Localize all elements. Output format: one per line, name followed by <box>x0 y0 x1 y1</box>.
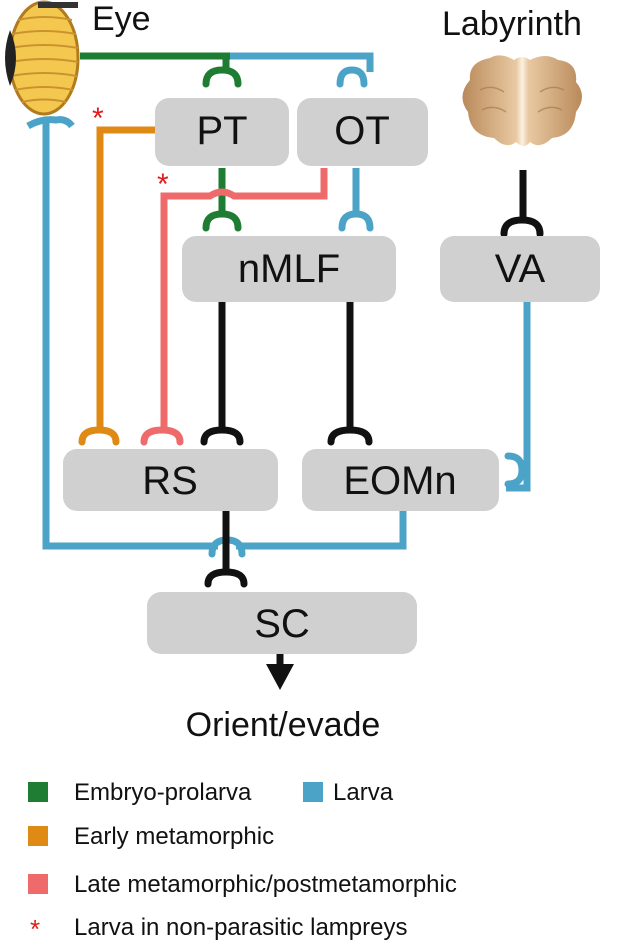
node-ot-box <box>297 98 428 166</box>
common-pathways <box>200 170 544 668</box>
larva-line-eye-to-ot <box>228 52 374 72</box>
legend-label-larva: Larva <box>333 779 394 806</box>
larva-synapse-eomn <box>504 452 526 488</box>
node-nmlf: nMLF <box>182 236 396 302</box>
node-sc: SC <box>147 592 417 654</box>
legend-label-embryo-prolarva: Embryo-prolarva <box>74 779 252 806</box>
node-sc-box <box>147 592 417 654</box>
labyrinth-image <box>462 55 582 146</box>
larva-synapse-eye <box>26 116 75 130</box>
legend-label-early-metamorphic: Early metamorphic <box>74 823 274 850</box>
node-rs: RS <box>63 449 278 511</box>
asterisk-early-pathway: * <box>92 102 104 135</box>
output-arrow-head <box>266 664 294 690</box>
black-synapse-va <box>500 216 544 238</box>
larva-line-va-to-eomn <box>506 300 531 492</box>
early-line-pt-to-rs <box>96 126 158 432</box>
larva-line-eomn-to-sc <box>236 508 407 550</box>
black-synapse-sc <box>204 568 248 588</box>
node-rs-box <box>63 449 278 511</box>
eye-label: Eye <box>92 0 151 38</box>
early-synapse-rs <box>78 426 120 446</box>
black-synapse-rs <box>200 426 244 446</box>
labyrinth-label: Labyrinth <box>442 5 582 43</box>
node-rs-label: RS <box>142 459 198 503</box>
early-metamorphic-pathways <box>78 126 158 446</box>
late-metamorphic-pathways <box>140 168 328 446</box>
legend-label-non-parasitic: Larva in non-parasitic lampreys <box>74 914 407 941</box>
node-pt-label: PT <box>196 109 247 153</box>
late-synapse-rs <box>140 426 184 446</box>
larva-line-eye-lower <box>42 120 218 550</box>
legend-swatch-late-metamorphic <box>28 874 48 894</box>
node-nmlf-box <box>182 236 396 302</box>
larva-synapse-nmlf <box>338 210 374 232</box>
node-va-box <box>440 236 600 302</box>
eye-image <box>5 0 80 116</box>
node-nmlf-label: nMLF <box>238 247 340 291</box>
late-line-ot-to-rs <box>160 168 328 432</box>
node-ot: OT <box>297 98 428 166</box>
legend-asterisk-marker: * <box>30 914 40 944</box>
black-synapse-eomn <box>327 426 373 446</box>
embryo-synapse-pt <box>202 66 242 88</box>
node-pt: PT <box>155 98 289 166</box>
node-va: VA <box>440 236 600 302</box>
legend-swatch-early-metamorphic <box>28 826 48 846</box>
larva-synapse-ot <box>336 66 368 88</box>
node-sc-label: SC <box>254 602 310 646</box>
output-label: Orient/evade <box>186 706 381 744</box>
legend: Embryo-prolarva Larva Early metamorphic … <box>28 779 457 944</box>
node-pt-box <box>155 98 289 166</box>
node-eomn-box <box>302 449 499 511</box>
node-va-label: VA <box>495 247 546 291</box>
asterisk-late-pathway: * <box>157 168 169 201</box>
legend-swatch-larva <box>303 782 323 802</box>
node-ot-label: OT <box>334 109 390 153</box>
node-eomn: EOMn <box>302 449 499 511</box>
legend-swatch-embryo-prolarva <box>28 782 48 802</box>
embryo-synapse-nmlf <box>202 210 242 232</box>
legend-label-late-metamorphic: Late metamorphic/postmetamorphic <box>74 871 457 898</box>
node-eomn-label: EOMn <box>343 459 456 503</box>
